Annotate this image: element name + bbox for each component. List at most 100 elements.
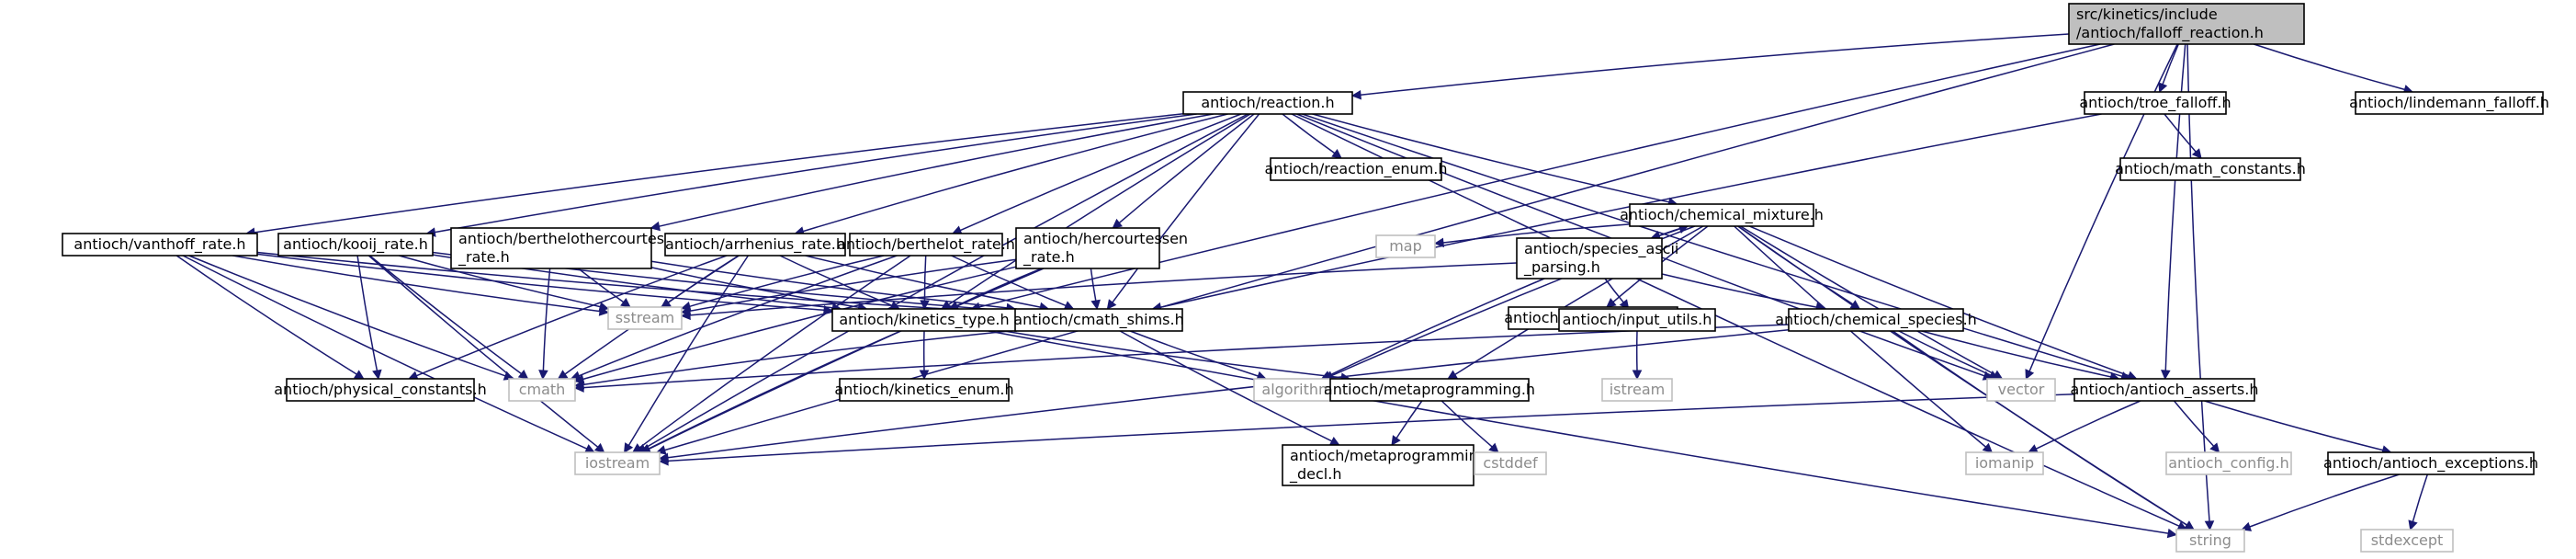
node-kinetics-enum[interactable]: antioch/kinetics_enum.h xyxy=(834,378,1014,402)
node-box xyxy=(1516,237,1663,280)
node-label: antioch/species_ascii xyxy=(1524,240,1678,258)
node-chemical-mixture[interactable]: antioch/chemical_mixture.h xyxy=(1620,203,1824,227)
node-vanthoff[interactable]: antioch/vanthoff_rate.h xyxy=(62,233,258,257)
edge-line xyxy=(1921,330,2111,378)
node-berthelothercourtessen[interactable]: antioch/berthelothercourtessen_rate.h xyxy=(450,227,690,269)
edge-arrowhead xyxy=(598,302,610,312)
edge-arrhenius-to-sstream xyxy=(661,255,740,308)
node-troe[interactable]: antioch/troe_falloff.h xyxy=(2079,91,2231,115)
node-label: antioch/chemical_species.h xyxy=(1775,311,1977,329)
node-label: antioch/reaction.h xyxy=(1201,94,1334,111)
edge-kooij-to-iostream xyxy=(367,255,605,453)
node-math-constants[interactable]: antioch/math_constants.h xyxy=(2115,157,2306,181)
edge-line xyxy=(232,255,601,313)
node-label: iomanip xyxy=(1975,454,2034,472)
edge-line xyxy=(1898,330,1992,376)
edge-line xyxy=(542,268,551,371)
node-kooij[interactable]: antioch/kooij_rate.h xyxy=(277,233,434,257)
node-reaction-enum[interactable]: antioch/reaction_enum.h xyxy=(1264,157,1448,181)
node-label: antioch/lindemann_falloff.h xyxy=(2349,94,2549,112)
edge-line xyxy=(1302,113,2123,378)
node-chemical-species[interactable]: antioch/chemical_species.h xyxy=(1775,308,1977,332)
edge-chemical_species-to-cmath xyxy=(573,324,1790,393)
node-box xyxy=(2084,91,2227,115)
edge-line xyxy=(188,255,506,377)
edge-arrowhead xyxy=(620,298,631,308)
edge-arrowhead xyxy=(593,442,605,453)
edge-root-to-antioch_asserts xyxy=(2161,43,2186,381)
node-istream: istream xyxy=(1601,378,1673,402)
node-metaprogramming[interactable]: antioch/metaprogramming.h xyxy=(1324,378,1535,402)
edge-line xyxy=(1749,225,2130,377)
node-label: antioch/berthelot_rate.h xyxy=(837,235,1015,254)
node-box xyxy=(1270,157,1442,181)
node-berthelot[interactable]: antioch/berthelot_rate.h xyxy=(837,233,1015,257)
edge-berthelothercourtessen-to-cmath xyxy=(538,268,551,381)
edge-arrowhead xyxy=(1391,435,1401,446)
node-metaprogramming-decl[interactable]: antioch/metaprogramming_decl.h xyxy=(1282,444,1487,486)
node-label: string xyxy=(2189,531,2231,549)
edge-arrowhead xyxy=(1433,237,1444,248)
node-iostream: iostream xyxy=(574,451,661,475)
edge-reaction-to-vanthoff xyxy=(244,112,1184,238)
node-antioch-asserts[interactable]: antioch/antioch_asserts.h xyxy=(2071,378,2259,402)
edge-line xyxy=(659,113,1214,227)
node-input-utils[interactable]: antioch/input_utils.h xyxy=(1558,308,1716,332)
edge-berthelothercourtessen-to-sstream xyxy=(578,268,631,308)
node-label: antioch/metaprogramming.h xyxy=(1324,381,1535,398)
node-label: antioch/input_utils.h xyxy=(1563,311,1712,329)
edge-kinetics_type-to-kinetics_enum xyxy=(919,330,930,381)
node-box xyxy=(1375,234,1436,258)
edge-line xyxy=(1892,330,2187,526)
node-box xyxy=(607,306,683,330)
edge-arrowhead xyxy=(2204,520,2215,531)
node-antioch-config: antioch_config.h xyxy=(2165,451,2292,475)
node-label: antioch/kooij_rate.h xyxy=(283,235,428,254)
node-lindemann[interactable]: antioch/lindemann_falloff.h xyxy=(2349,91,2549,115)
node-label: antioch/kinetics_enum.h xyxy=(834,381,1013,399)
node-label: antioch/antioch_exceptions.h xyxy=(2323,454,2538,473)
edge-line xyxy=(416,255,728,377)
node-box xyxy=(839,378,1010,402)
node-reaction[interactable]: antioch/reaction.h xyxy=(1182,91,1353,115)
node-string: string xyxy=(2175,529,2245,553)
node-label: antioch/kinetics_type.h xyxy=(839,311,1009,329)
edge-arrowhead xyxy=(1632,370,1643,381)
edge-line xyxy=(1441,400,1493,448)
edge-line xyxy=(2162,43,2179,85)
node-cmath: cmath xyxy=(508,378,576,402)
node-box xyxy=(1329,378,1530,402)
edge-kooij-to-cmath xyxy=(368,255,529,380)
node-vector: vector xyxy=(1986,378,2056,402)
node-box xyxy=(286,378,475,402)
node-label: _parsing.h xyxy=(1523,258,1600,277)
node-hercourtessen[interactable]: antioch/hercourtessen_rate.h xyxy=(1015,227,1188,269)
node-box xyxy=(1558,308,1716,332)
edge-arrowhead xyxy=(583,444,595,453)
edge-arrowhead xyxy=(2191,148,2202,159)
edge-line xyxy=(689,258,1017,313)
node-label: _decl.h xyxy=(1289,465,1341,484)
node-kinetics-type[interactable]: antioch/kinetics_type.h xyxy=(831,308,1017,332)
node-box xyxy=(2165,451,2292,475)
node-box xyxy=(1015,227,1160,269)
edge-line xyxy=(1395,400,1423,439)
node-label: istream xyxy=(1610,381,1666,398)
node-physical-constants[interactable]: antioch/physical_constants.h xyxy=(274,378,487,402)
node-box xyxy=(62,233,258,257)
edge-line xyxy=(2164,43,2186,371)
node-cmath-shims[interactable]: antioch/cmath_shims.h xyxy=(1013,308,1184,332)
node-box xyxy=(508,378,576,402)
edge-line xyxy=(175,255,357,375)
node-label: map xyxy=(1389,237,1422,255)
edge-arrowhead xyxy=(573,382,584,393)
node-root[interactable]: src/kinetics/include/antioch/falloff_rea… xyxy=(2068,3,2305,45)
edge-line xyxy=(1442,223,1631,244)
edge-arrowhead xyxy=(517,369,529,380)
node-antioch-exceptions[interactable]: antioch/antioch_exceptions.h xyxy=(2323,451,2538,475)
node-box xyxy=(2073,378,2255,402)
node-species-ascii[interactable]: antioch/species_ascii_parsing.h xyxy=(1516,237,1678,280)
edge-reaction-to-berthelothercourtessen xyxy=(650,113,1214,232)
node-arrhenius[interactable]: antioch/arrhenius_rate.h xyxy=(664,233,846,257)
